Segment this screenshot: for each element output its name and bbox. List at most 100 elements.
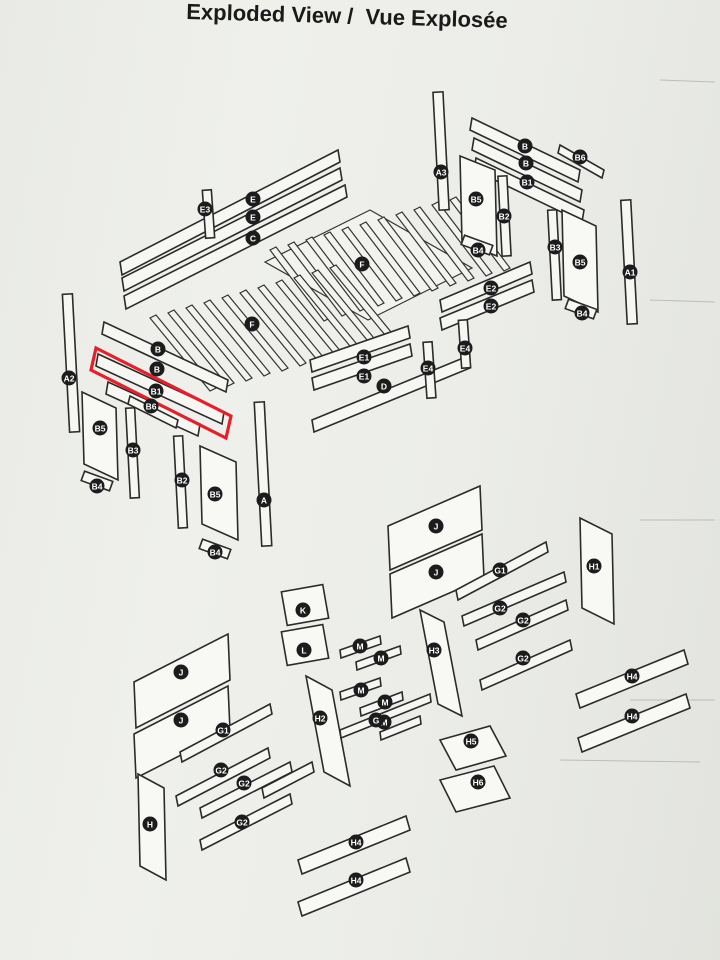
badge-circle [515, 650, 531, 666]
part-label-text: B2 [177, 476, 188, 486]
part-panel-h6 [438, 765, 512, 813]
part-label-badge: G2 [236, 775, 252, 791]
part-panel-h2 [304, 674, 352, 788]
part-label-text: H4 [351, 876, 362, 886]
part-label-badge: E1 [356, 349, 372, 365]
part-label-badge: B5 [207, 486, 223, 502]
badge-circle [245, 209, 261, 225]
part-rail-e1 [309, 324, 411, 374]
part-label-text: A [261, 496, 267, 506]
part-label-badge: H [142, 816, 158, 832]
part-label-badge: B4 [470, 242, 486, 258]
part-label-badge: E2 [483, 298, 499, 314]
slat [323, 231, 385, 307]
badge-circle [356, 368, 372, 384]
part-label-text: K [300, 606, 307, 616]
highlighted-rail-b [89, 345, 233, 441]
part-label-badge: B5 [572, 254, 588, 270]
part-label-badge: H6 [470, 774, 486, 790]
part-label-badge: B1 [148, 383, 164, 399]
badge-circle [295, 602, 311, 618]
part-label-text: H3 [429, 646, 440, 656]
part-label-badge: A1 [622, 264, 638, 280]
part-post-b3-back [546, 208, 563, 301]
part-label-badge: H3 [426, 642, 442, 658]
badge-circle [244, 316, 260, 332]
badge-circle [457, 340, 473, 356]
part-label-text: E4 [460, 344, 471, 354]
part-label-text: B [155, 345, 161, 355]
badge-circle [468, 191, 484, 207]
part-label-text: B2 [499, 212, 510, 222]
badge-circle [207, 544, 223, 560]
part-label-badge: B4 [574, 305, 590, 321]
part-label-text: G2 [236, 818, 248, 828]
badge-circle [353, 682, 369, 698]
badge-circle [463, 733, 479, 749]
part-label-text: E1 [359, 372, 370, 382]
part-label-badge: B3 [547, 239, 563, 255]
badge-circle [496, 208, 512, 224]
badge-circle [518, 155, 534, 171]
part-label-text: M [380, 718, 387, 728]
badge-circle [572, 254, 588, 270]
part-label-text: E2 [486, 284, 497, 294]
part-label-text: E4 [423, 364, 434, 374]
part-label-text: G1 [217, 726, 229, 736]
badge-circle [574, 305, 590, 321]
part-rail-g2-c [479, 638, 573, 692]
part-label-badge: E1 [356, 368, 372, 384]
part-rail-e1b [311, 342, 413, 392]
part-label-text: H4 [351, 838, 362, 848]
part-label-text: M [381, 698, 388, 708]
part-label-badge: A3 [433, 164, 449, 180]
part-label-text: B5 [575, 258, 586, 268]
part-label-badge: B1 [519, 174, 535, 190]
slat [203, 299, 271, 377]
badge-circle [519, 174, 535, 190]
part-label-text: B1 [522, 178, 533, 188]
part-label-text: A2 [64, 374, 75, 384]
slat [341, 226, 403, 302]
part-label-badge: L [296, 642, 312, 658]
badge-circle [348, 872, 364, 888]
part-rail-e [121, 166, 343, 293]
part-label-text: B3 [550, 243, 561, 253]
badge-circle [586, 558, 602, 574]
part-rail-b [101, 320, 229, 394]
part-label-badge: B [149, 361, 165, 377]
part-label-text: B5 [210, 490, 221, 500]
badge-circle [148, 383, 164, 399]
part-label-text: B3 [128, 446, 139, 456]
part-label-text: G2 [517, 654, 529, 664]
part-label-text: G2 [494, 604, 506, 614]
badge-circle [624, 668, 640, 684]
part-label-text: B6 [575, 153, 586, 163]
part-panel-j-3 [133, 632, 231, 730]
part-label-badge: B6 [143, 398, 159, 414]
part-label-text: M [357, 686, 364, 696]
part-label-text: E2 [486, 302, 497, 312]
part-label-text: A1 [625, 268, 636, 278]
part-label-text: A3 [436, 168, 447, 178]
part-label-badge: H4 [348, 834, 364, 850]
badge-circle [356, 349, 372, 365]
part-label-badge: B2 [174, 472, 190, 488]
part-label-badge: J [173, 664, 189, 680]
badge-circle [428, 564, 444, 580]
part-label-text: B1 [151, 387, 162, 397]
badge-circle [368, 712, 384, 728]
badge-circle [234, 814, 250, 830]
part-label-badge: B [518, 155, 534, 171]
part-label-badge: B3 [125, 442, 141, 458]
slat [167, 309, 235, 387]
badge-circle [428, 518, 444, 534]
part-label-text: G2 [215, 766, 227, 776]
slat [185, 304, 253, 382]
part-label-badge: A [256, 492, 272, 508]
badge-circle [492, 600, 508, 616]
part-label-text: B4 [577, 309, 588, 319]
part-label-text: B4 [473, 246, 484, 256]
part-label-text: H1 [589, 562, 600, 572]
